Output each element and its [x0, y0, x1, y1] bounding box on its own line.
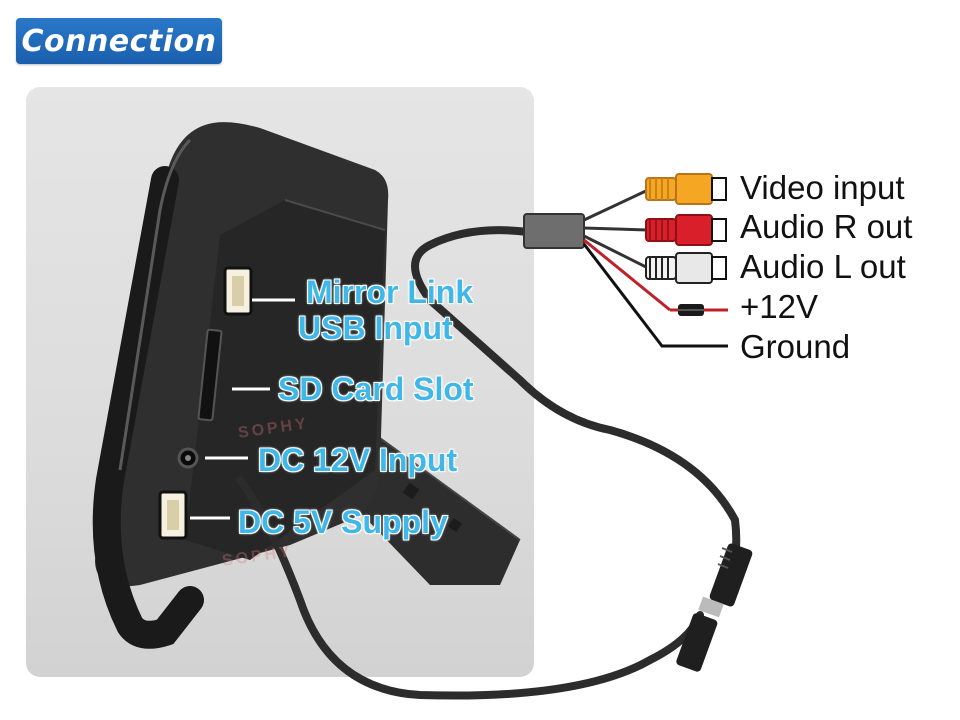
title-badge: Connection: [16, 18, 222, 64]
label-video-input: Video input: [740, 169, 905, 206]
audio-l-rca-plug: [645, 252, 727, 284]
label-sd-card-slot: SD Card Slot: [278, 371, 474, 407]
power-cable: [236, 476, 704, 700]
label-dc-12v-input: DC 12V Input: [258, 442, 458, 478]
label-audio-l-out: Audio L out: [740, 248, 906, 285]
breakout-box: [523, 213, 585, 249]
label-ground: Ground: [740, 328, 851, 365]
label-usb-input: USB Input: [298, 310, 453, 346]
audio-r-rca-plug: [645, 214, 727, 246]
power-wire-fuse: [670, 304, 728, 316]
av-cable: [411, 226, 741, 599]
page-title: Connection: [21, 23, 217, 59]
sd-card-slot: [197, 328, 223, 422]
label-mirror-link: Mirror Link: [306, 274, 474, 310]
label-audio-r-out: Audio R out: [740, 208, 913, 245]
label-plus-12v: +12V: [740, 288, 818, 325]
label-dc-5v-supply: DC 5V Supply: [238, 504, 448, 540]
video-rca-plug: [645, 173, 727, 205]
inline-connector: [709, 543, 753, 607]
